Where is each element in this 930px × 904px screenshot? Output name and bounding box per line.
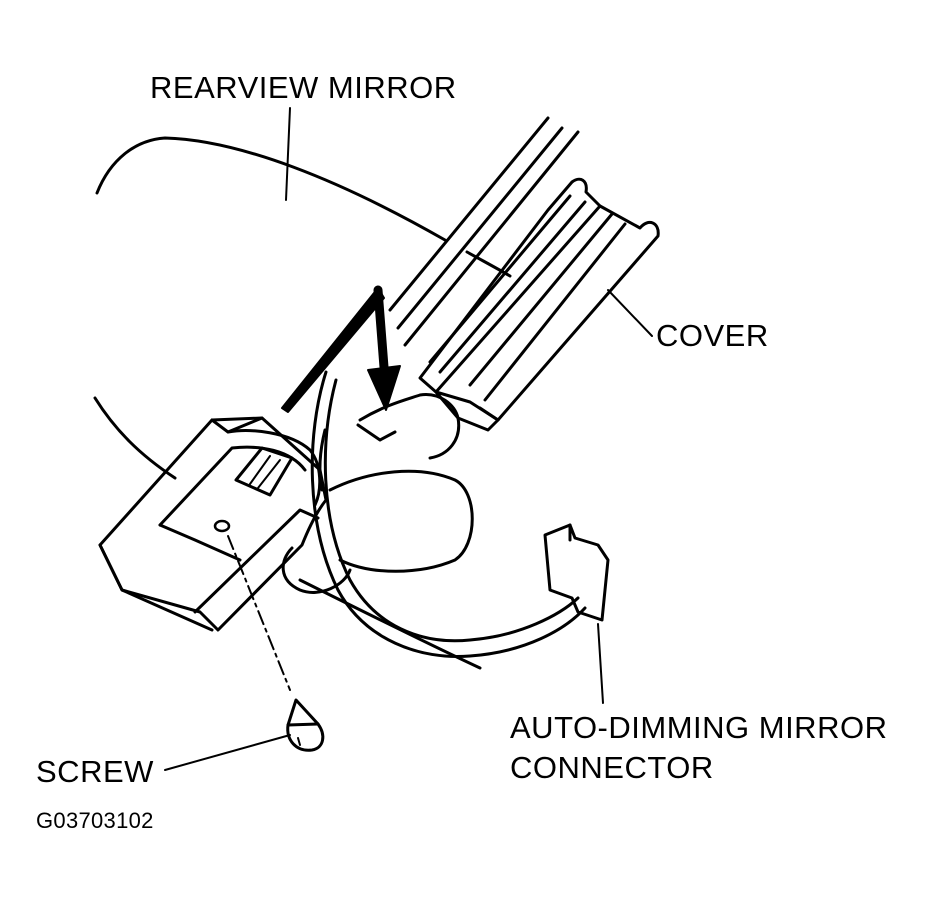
figure-code: G03703102 xyxy=(36,808,154,833)
leader-lines xyxy=(164,107,653,771)
auto-dimming-connector xyxy=(543,523,610,622)
screw-label: SCREW xyxy=(36,754,154,789)
screw-center-line xyxy=(227,535,291,691)
screw-shape xyxy=(286,698,325,752)
cover-shape xyxy=(356,177,660,460)
auto-dimming-label-line2: CONNECTOR xyxy=(510,750,714,785)
auto-dimming-label-line1: AUTO-DIMMING MIRROR xyxy=(510,710,888,745)
mount-plate xyxy=(98,416,328,632)
rearview-mirror-label: REARVIEW MIRROR xyxy=(150,70,457,105)
cover-label: COVER xyxy=(656,318,769,353)
connector-wire xyxy=(310,370,587,658)
mounting-rails xyxy=(388,116,580,347)
direction-arrow xyxy=(281,285,401,413)
